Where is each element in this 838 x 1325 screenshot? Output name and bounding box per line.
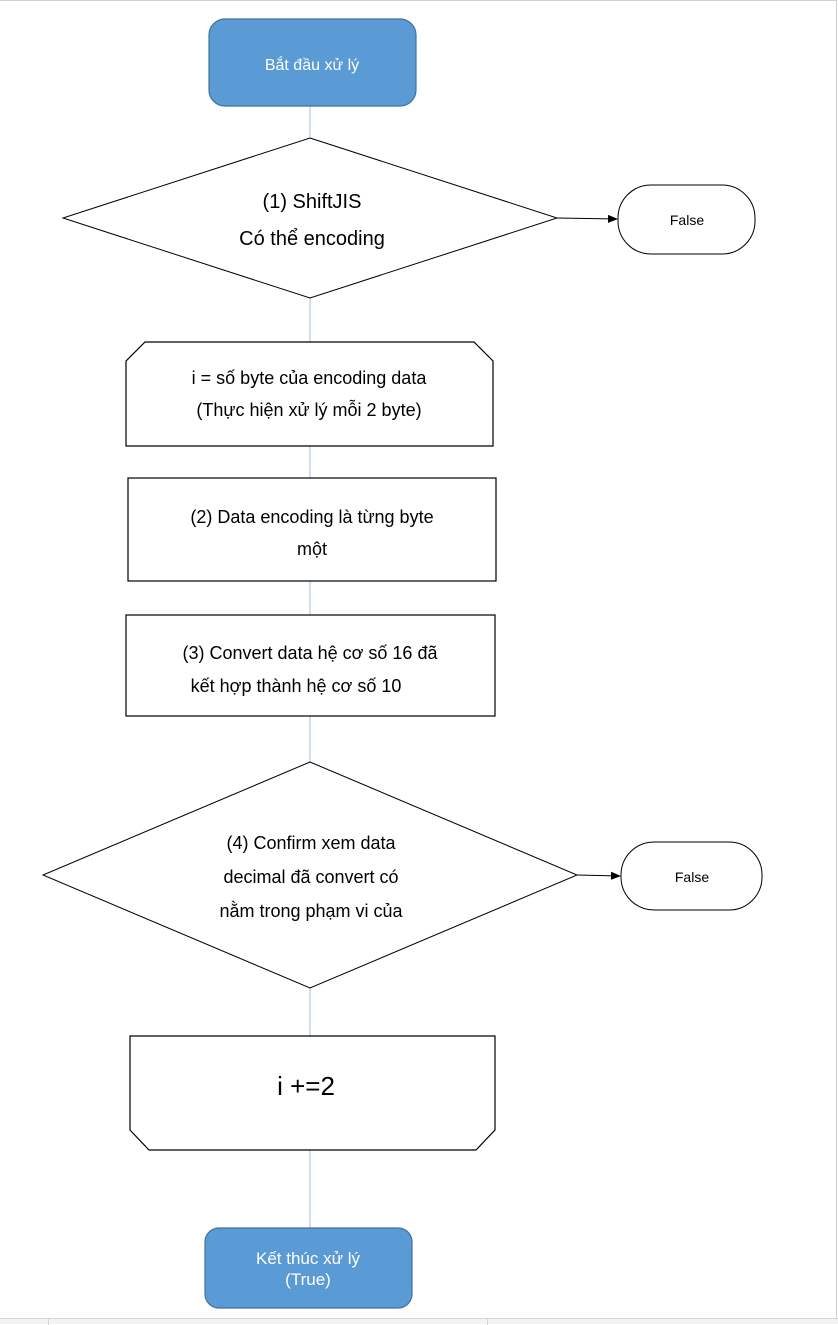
arrow-decision4-to-false2 (576, 871, 621, 880)
decision4-line-2: decimal đã convert có (223, 867, 398, 887)
false2-node[interactable]: False (620, 841, 763, 911)
arrow-decision1-to-false1 (556, 214, 618, 223)
step3-line-1: (3) Convert data hệ cơ số 16 đã (183, 643, 439, 663)
loop-start-shape (125, 341, 494, 447)
false1-label: False (670, 212, 704, 228)
step2-shape (127, 477, 497, 582)
strip-separator (487, 1319, 488, 1325)
step2-line-1: (2) Data encoding là từng byte (190, 507, 433, 527)
decision4-line-3: nằm trong phạm vi của (219, 900, 403, 921)
loop-start-line-2: (Thực hiện xử lý mỗi 2 byte) (196, 399, 421, 420)
false2-label: False (675, 869, 709, 885)
end-node-line-1: Kết thúc xử lý (256, 1249, 360, 1268)
decision1-line-2: Có thể encoding (239, 228, 385, 250)
decision4-line-1: (4) Confirm xem data (226, 833, 396, 853)
step3-node[interactable]: (3) Convert data hệ cơ số 16 đã kết hợp … (125, 614, 496, 717)
step2-line-2: một (297, 539, 327, 559)
false2-shape (620, 841, 763, 911)
start-node-shape (208, 18, 417, 107)
loop-start-line-1: i = số byte của encoding data (192, 368, 428, 388)
start-node-label: Bắt đầu xử lý (265, 55, 359, 74)
loop-start-node[interactable]: i = số byte của encoding data (Thực hiện… (125, 341, 494, 447)
step3-shape (125, 614, 496, 717)
strip-separator (48, 1319, 49, 1325)
decision4-node[interactable]: (4) Confirm xem data decimal đã convert … (41, 761, 579, 989)
false1-node[interactable]: False (617, 184, 756, 255)
decision1-node[interactable]: (1) ShiftJIS Có thể encoding (61, 137, 559, 299)
end-node-line-2: (True) (285, 1270, 331, 1289)
decision1-shape (61, 137, 559, 299)
end-node[interactable]: Kết thúc xử lý (True) (204, 1227, 413, 1309)
decision4-shape (41, 761, 579, 989)
loop-end-node[interactable]: i +=2 (129, 1035, 496, 1151)
loop-end-label: i +=2 (277, 1071, 335, 1101)
step3-line-2: kết hợp thành hệ cơ số 10 (191, 676, 402, 696)
decision1-line-1: (1) ShiftJIS (263, 191, 362, 213)
end-node-shape (204, 1227, 413, 1309)
step2-node[interactable]: (2) Data encoding là từng byte một (127, 477, 497, 582)
bottom-scroll-strip (0, 1318, 838, 1325)
loop-end-shape (129, 1035, 496, 1151)
false1-shape (617, 184, 756, 255)
start-node[interactable]: Bắt đầu xử lý (208, 18, 417, 107)
